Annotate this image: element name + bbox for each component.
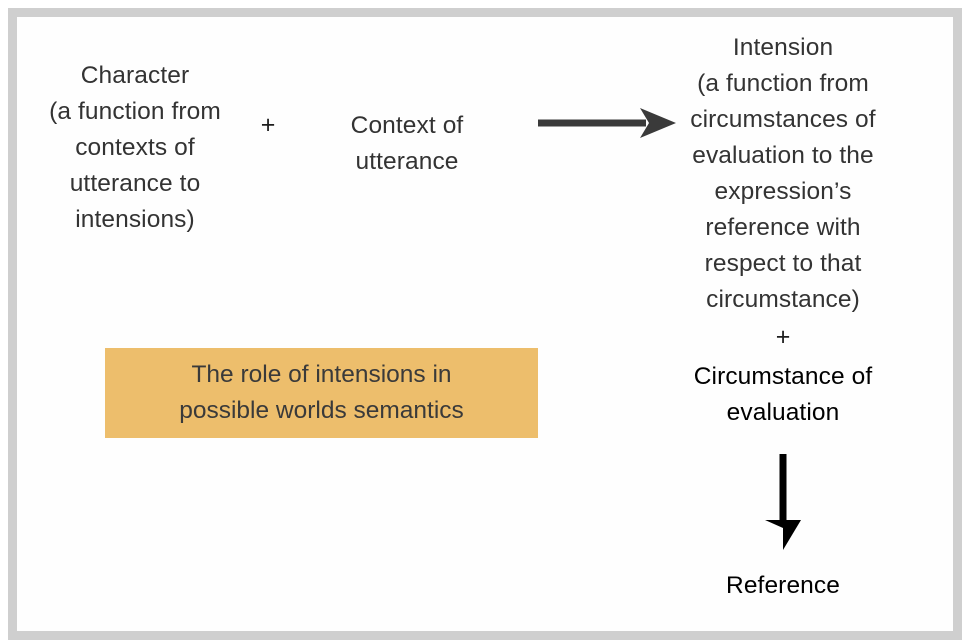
plus-sign-operator-2: + bbox=[775, 323, 791, 351]
figure-inner-area bbox=[17, 17, 953, 631]
arrow-right-icon bbox=[538, 108, 676, 138]
node-circumstance-of-evaluation: Circumstance of evaluation bbox=[693, 363, 873, 426]
node-intension: Intension (a function from circumstances… bbox=[690, 34, 876, 313]
caption-text: The role of intensions in possible world… bbox=[179, 361, 464, 424]
arrow-down-icon bbox=[765, 454, 801, 550]
plus-sign-operator-1: + bbox=[260, 111, 276, 139]
node-context-of-utterance: Context of utterance bbox=[350, 112, 464, 175]
node-reference: Reference bbox=[726, 572, 840, 599]
node-character: Character (a function from contexts of u… bbox=[49, 62, 221, 233]
figure-frame bbox=[8, 8, 962, 640]
caption-box: The role of intensions in possible world… bbox=[105, 348, 538, 438]
